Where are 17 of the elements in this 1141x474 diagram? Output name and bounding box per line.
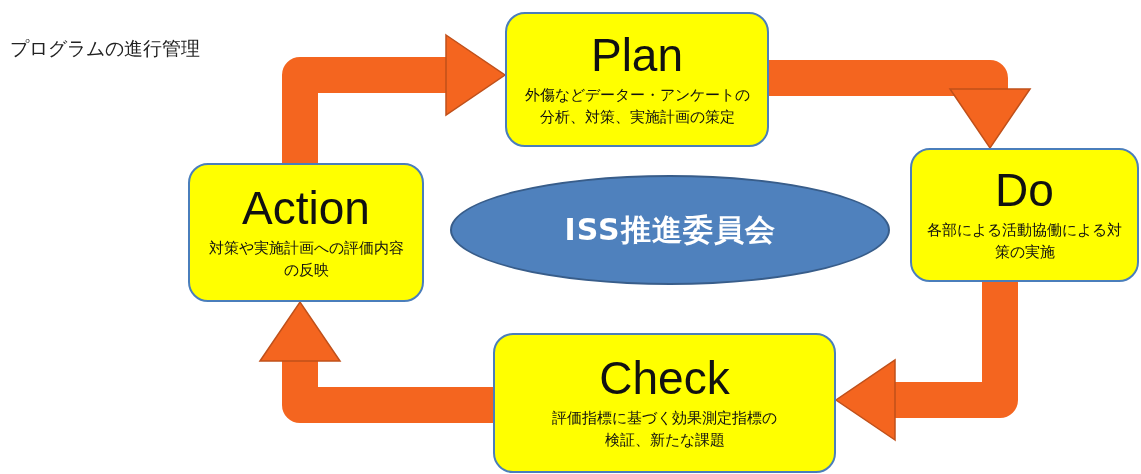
cycle-arrow [282, 34, 506, 163]
title: プログラムの進行管理 [10, 36, 200, 61]
plan-box [505, 12, 769, 147]
node-label: ISS推進委員会 [564, 210, 776, 249]
do-box [910, 148, 1139, 282]
node-heading: Plan [590, 30, 684, 79]
cycle-arrow [259, 301, 493, 423]
node-description: 外傷などデーター・アンケートの分析、対策、実施計画の策定 [523, 84, 751, 128]
cycle-arrow [769, 60, 1031, 149]
node-heading: Check [599, 354, 730, 403]
node-heading: Action [242, 183, 370, 232]
node-heading: Do [995, 166, 1054, 215]
action-box [188, 163, 424, 302]
node-description: 評価指標に基づく効果測定指標の検証、新たな課題 [551, 408, 778, 452]
node-description: 各部による活動協働による対策の実施 [926, 220, 1123, 264]
node-description: 対策や実施計画への評価内容の反映 [207, 237, 405, 281]
check-box [493, 333, 836, 473]
